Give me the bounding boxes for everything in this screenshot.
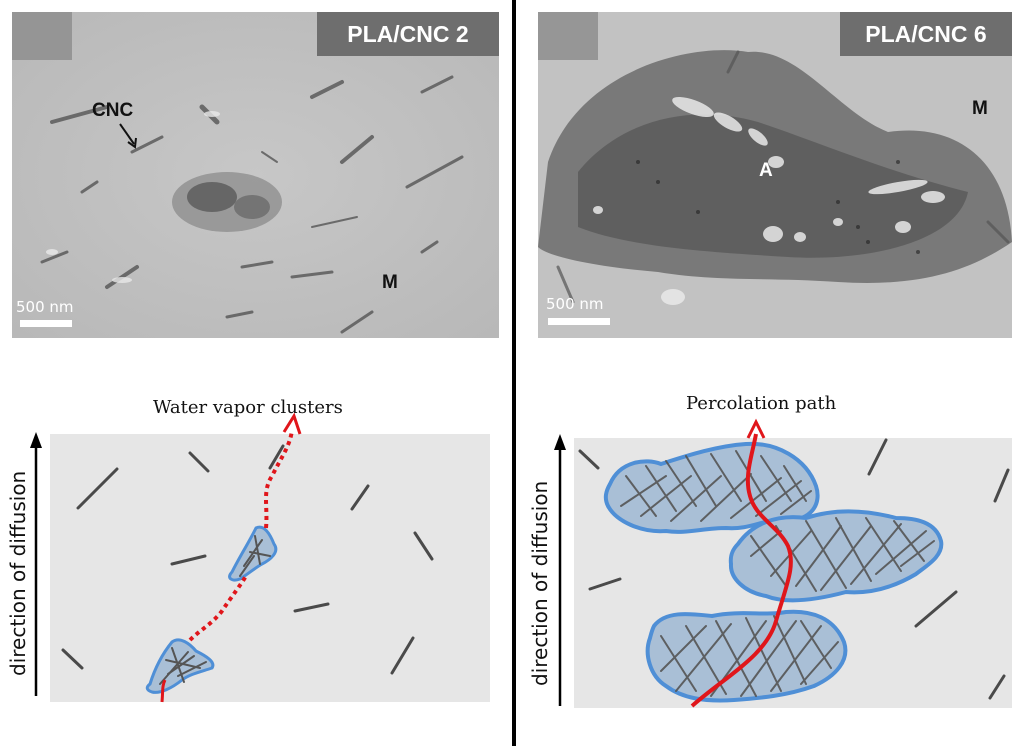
sample-tag: PLA/CNC 2 (317, 12, 499, 56)
water-vapor-path (160, 679, 167, 703)
cnc-cluster (228, 525, 278, 582)
left-schematic (30, 412, 490, 703)
label-matrix: M (972, 98, 988, 119)
dispersed-cnc-rods (578, 438, 1010, 700)
sample-tag: PLA/CNC 6 (840, 12, 1012, 56)
percolation-path (690, 433, 793, 708)
cnc-cluster (145, 638, 215, 694)
label-cnc: CNC (92, 100, 134, 121)
label-aggregate: A (759, 160, 773, 181)
dispersed-cnc-rods (61, 444, 434, 675)
corner-box (12, 12, 72, 60)
schematic-caption: Percolation path (686, 393, 837, 414)
cnc-aggregate (603, 441, 944, 703)
scale-bar-label: 500 nm (16, 298, 74, 316)
scale-bar (548, 318, 610, 325)
scale-bar-label: 500 nm (546, 295, 604, 313)
tem-texture (538, 12, 1012, 338)
scale-bar (20, 320, 72, 327)
matrix-background (50, 434, 490, 702)
corner-box (538, 12, 598, 60)
label-matrix: M (382, 272, 398, 293)
tem-image-pla-cnc-6: PLA/CNC 6 M A 500 nm (538, 12, 1012, 338)
right-schematic (554, 418, 1012, 708)
tem-image-pla-cnc-2: PLA/CNC 2 CNC M 500 nm (12, 12, 499, 338)
schematic-caption: Water vapor clusters (153, 397, 343, 418)
tem-texture (12, 12, 499, 338)
panel-divider (512, 0, 516, 746)
